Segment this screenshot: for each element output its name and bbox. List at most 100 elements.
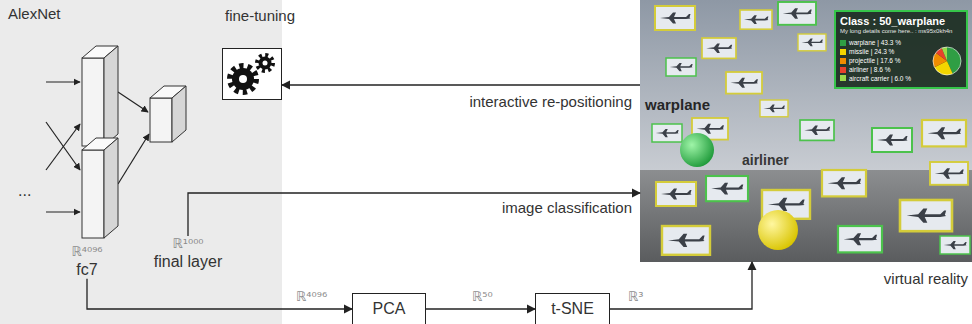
connector-arrow xyxy=(87,279,352,309)
legend-text: projectile | 17.6 % xyxy=(849,57,901,65)
vr-scene xyxy=(798,34,826,51)
pie-chart xyxy=(932,46,962,76)
network-arrows xyxy=(46,122,80,170)
vr-scene xyxy=(656,182,696,206)
ellipsis-mark: ... xyxy=(18,181,31,200)
legend-item: missile | 24.3 % xyxy=(840,48,911,56)
vr-scene xyxy=(661,189,692,200)
vr-scene xyxy=(731,78,758,88)
vr-scene xyxy=(666,58,696,76)
vr-scene xyxy=(877,135,908,146)
vr-scene xyxy=(804,126,830,135)
connector-arrow xyxy=(426,308,535,309)
vr-scene xyxy=(706,176,748,201)
legend-item: aircraft carrier | 6.0 % xyxy=(840,75,911,83)
gear-icon xyxy=(230,66,256,92)
process-box: PCA xyxy=(352,293,426,324)
vr-scene xyxy=(666,58,696,76)
vr-scene xyxy=(838,226,882,252)
cluster-ball xyxy=(758,210,798,250)
vr-scene xyxy=(907,208,947,222)
vr-scene xyxy=(706,44,732,53)
vr-scene xyxy=(828,177,862,189)
legend-text: missile | 24.3 % xyxy=(849,48,894,56)
network-arrows xyxy=(118,134,149,184)
gear-icon xyxy=(257,55,273,71)
legend-item: airliner | 8.6 % xyxy=(840,66,911,74)
vr-scene xyxy=(662,226,710,255)
node-text: fc7 xyxy=(76,260,97,279)
cluster-ball xyxy=(680,133,714,167)
legend-swatch xyxy=(840,49,846,55)
vr-scene xyxy=(922,120,966,146)
vr-scene xyxy=(640,170,972,262)
legend-swatch xyxy=(840,67,846,73)
node-title: ℝ⁴⁰⁹⁶ xyxy=(71,244,102,260)
vr-scene xyxy=(740,10,772,29)
legend-text: warplane | 43.3 % xyxy=(849,39,901,47)
node-title: AlexNet xyxy=(8,5,61,23)
vr-scene xyxy=(778,2,816,25)
layer-label: ℝ⁴⁰⁹⁶fc7 xyxy=(55,244,119,279)
vr-scene xyxy=(655,6,695,30)
gear-icon xyxy=(232,68,254,90)
vr-scene xyxy=(662,226,710,255)
vr-scene xyxy=(838,226,882,252)
vr-scene xyxy=(640,0,972,170)
layer-slab xyxy=(82,58,104,146)
vr-scene xyxy=(768,198,805,211)
vr-scene xyxy=(655,6,695,30)
vr-scene xyxy=(940,236,970,254)
edge-label: ℝ³ xyxy=(628,289,644,305)
vr-scene xyxy=(844,233,878,245)
edge-label: image classification xyxy=(502,199,632,217)
vr-scene xyxy=(702,38,736,58)
node-title: ℝ¹⁰⁰⁰ xyxy=(172,236,203,252)
vr-scene xyxy=(783,8,812,18)
node-title: Class : 50_warplane xyxy=(840,15,962,28)
vr-scene xyxy=(726,72,762,94)
network-arrows xyxy=(46,211,80,212)
vr-scene xyxy=(822,170,866,196)
vr-scene xyxy=(740,10,772,29)
network-arrows xyxy=(46,124,80,170)
vr-scene xyxy=(764,105,785,113)
layer-slab xyxy=(172,86,186,142)
vr-scene xyxy=(702,38,736,58)
legend-swatch xyxy=(840,58,846,64)
vr-scene xyxy=(711,183,743,195)
vr-scene xyxy=(668,234,705,247)
node-title: PCA xyxy=(373,299,406,318)
connector-arrow xyxy=(610,262,752,309)
legend-item: projectile | 17.6 % xyxy=(840,57,911,65)
edge-label: ℝ⁵⁰ xyxy=(472,289,493,305)
vr-scene xyxy=(928,127,962,139)
pie-chart xyxy=(942,47,947,61)
layer-slab xyxy=(82,150,104,238)
vr-scene xyxy=(760,100,788,117)
layer-slab xyxy=(150,98,172,142)
node-text: My long details come here.. : ms95x0kh4n xyxy=(840,28,962,35)
vr-scene xyxy=(760,100,788,117)
vr-scene xyxy=(822,170,866,196)
gear-icon xyxy=(263,61,268,66)
edge-label: ℝ⁴⁰⁹⁶ xyxy=(296,289,327,305)
layer-label: ℝ¹⁰⁰⁰final layer xyxy=(140,236,236,271)
node-title: virtual reality xyxy=(884,270,968,288)
vr-scene xyxy=(726,72,762,94)
vr-scene xyxy=(872,128,912,152)
fine-tuning-box: fine-tuning xyxy=(222,48,282,100)
vr-scene xyxy=(744,15,768,24)
vr-scene xyxy=(800,120,834,140)
vr-scene xyxy=(900,200,952,231)
vr-scene xyxy=(900,200,952,231)
cluster-label: warplane xyxy=(645,96,710,114)
connector-arrow xyxy=(188,193,640,236)
node-text: final layer xyxy=(154,252,222,271)
connector-arrow xyxy=(282,84,640,85)
layer-slab xyxy=(150,86,186,142)
edge-label: interactive re-positioning xyxy=(469,93,632,111)
